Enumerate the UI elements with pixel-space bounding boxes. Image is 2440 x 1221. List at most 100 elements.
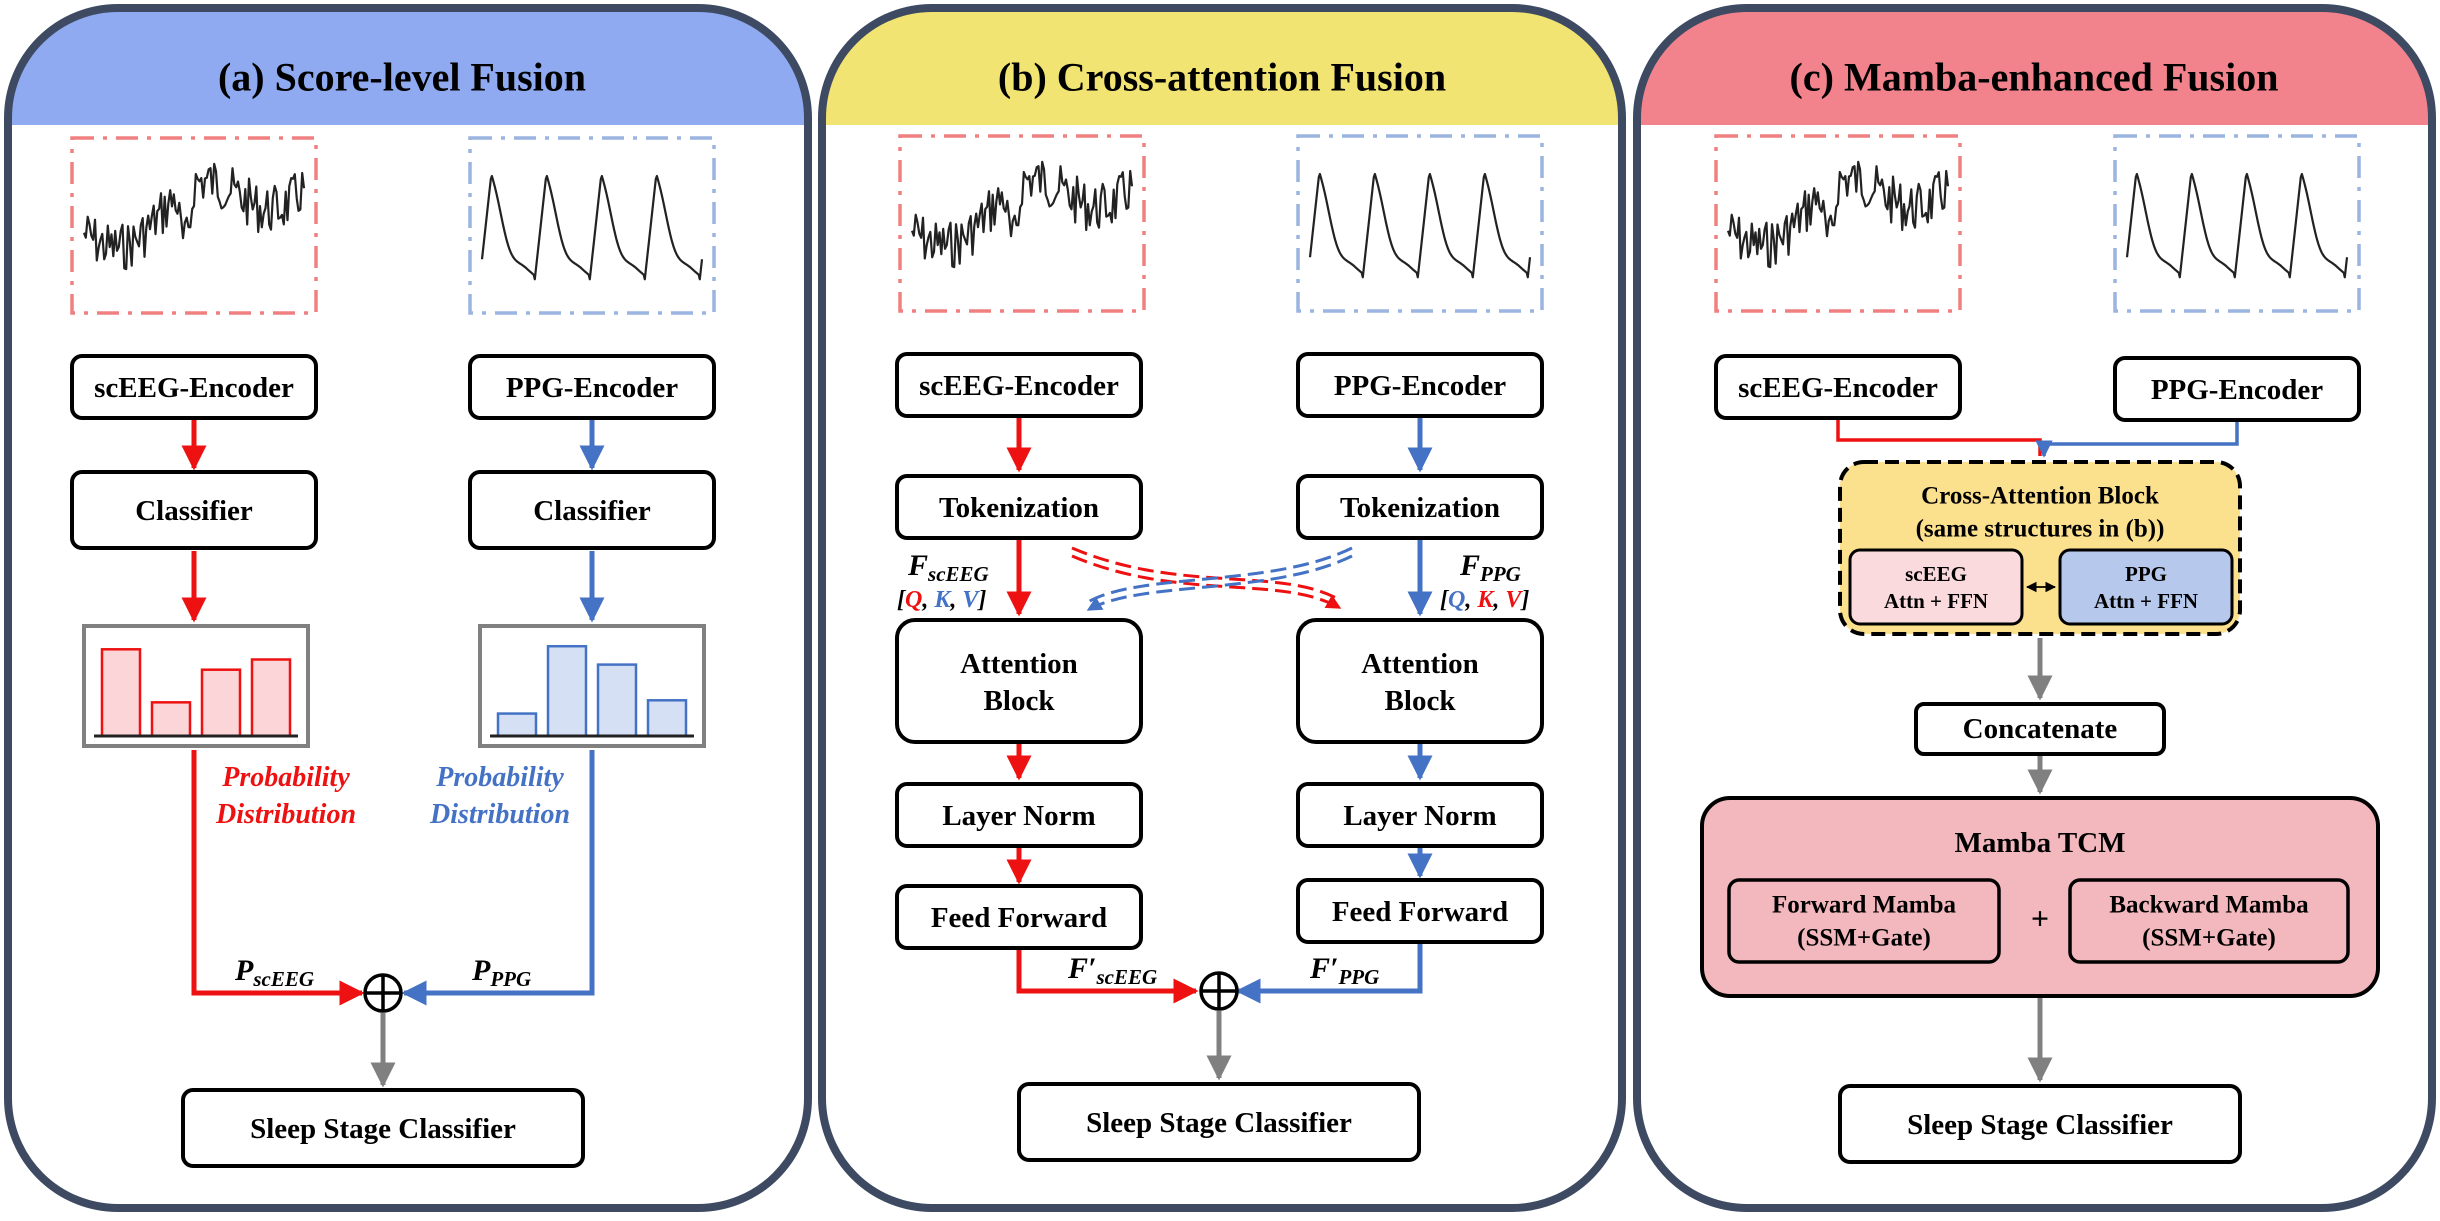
layer-norm-right	[1296, 782, 1544, 848]
attention-block-left-line1: Attention	[960, 648, 1078, 680]
histogram-eeg-bar-1	[100, 648, 142, 738]
arrow-b-eeg-fuse	[1016, 950, 1199, 1004]
P-scEEG-label-a: PscEEG	[234, 954, 314, 991]
Fprime-scEEG-label: F′scEEG	[1067, 952, 1157, 989]
classifier-right-a	[468, 470, 716, 550]
qkv-right: [Q, K, V]	[1440, 587, 1529, 613]
panel-b-header	[822, 8, 1622, 125]
attention-block-right-line1: Attention	[1361, 648, 1479, 680]
F-scEEG-label: FscEEG	[907, 549, 989, 586]
feed-forward-right	[1296, 878, 1544, 944]
prob-dist-right-line1: Probability	[435, 762, 564, 793]
prob-dist-left-line1: Probability	[221, 762, 350, 793]
forward-mamba-line2: (SSM+Gate)	[1797, 925, 1931, 952]
attention-block-left-line2: Block	[984, 685, 1056, 717]
attention-block-right-line2: Block	[1385, 685, 1457, 717]
tokenization-left-b-label: Tokenization	[939, 492, 1099, 524]
arrow-c-ppg-merge	[2035, 422, 2239, 458]
scEEG-encoder-b	[895, 352, 1143, 418]
PPG-attn-ffn-line1: PPG	[2125, 562, 2167, 586]
ppg-waveform-a	[480, 174, 704, 281]
scEEG-encoder-c	[1714, 354, 1962, 420]
backward-mamba-line2: (SSM+Gate)	[2142, 925, 2276, 952]
backward-mamba-box	[2068, 878, 2350, 964]
layer-norm-left	[895, 782, 1143, 848]
PPG-encoder-a	[468, 354, 716, 420]
tokenization-right-b-label: Tokenization	[1340, 492, 1500, 524]
P-PPG-label-a: PPPG	[471, 954, 531, 991]
arrow-c-eeg-merge	[1836, 420, 2042, 456]
PPG-attn-ffn-line2: Attn + FFN	[2094, 589, 2198, 613]
concatenate-box	[1914, 702, 2166, 756]
layer-norm-right-label: Layer Norm	[1343, 800, 1496, 832]
classifier-left-a	[70, 470, 318, 550]
panel-a-border	[4, 4, 812, 1212]
scEEG-attn-ffn-line1: scEEG	[1905, 562, 1967, 586]
scEEG-encoder-c-label: scEEG-Encoder	[1738, 372, 1938, 404]
histogram-ppg-bar-1	[496, 712, 538, 738]
sleep-stage-classifier-b-label: Sleep Stage Classifier	[1086, 1107, 1352, 1139]
sleep-stage-classifier-a-label: Sleep Stage Classifier	[250, 1113, 516, 1145]
feed-forward-right-label: Feed Forward	[1332, 896, 1508, 928]
ppg-signal-frame-b	[1296, 134, 1544, 313]
cross-attention-title: Cross-Attention Block	[1921, 483, 2159, 510]
panel-a-header	[8, 8, 808, 125]
panel-b-border	[818, 4, 1626, 1212]
arrow-a-eeg-fuse	[191, 750, 365, 1006]
panel-b: (b) Cross-attention Fusion scEEG-Encoder…	[818, 4, 1626, 1212]
attention-block-right	[1296, 618, 1544, 744]
F-PPG-label: FPPG	[1459, 549, 1521, 586]
eeg-waveform-b	[910, 160, 1134, 269]
sleep-stage-classifier-c	[1838, 1084, 2242, 1164]
panel-a: (a) Score-level Fusion scEEG-Encoder PPG…	[4, 4, 812, 1212]
eeg-signal-frame-c	[1714, 134, 1962, 313]
mamba-plus: +	[2031, 900, 2049, 936]
scEEG-encoder-a	[70, 354, 318, 420]
backward-mamba-line1: Backward Mamba	[2109, 892, 2309, 919]
PPG-attn-ffn	[2058, 548, 2234, 626]
histogram-eeg	[94, 648, 298, 738]
ppg-signal-frame-a	[468, 136, 716, 315]
scEEG-attn-ffn-line2: Attn + FFN	[1884, 589, 1988, 613]
PPG-encoder-c	[2113, 356, 2361, 422]
eeg-waveform-c	[1726, 160, 1950, 269]
PPG-encoder-c-label: PPG-Encoder	[2151, 374, 2323, 406]
attention-block-left	[895, 618, 1143, 744]
sleep-stage-classifier-a	[181, 1088, 585, 1168]
histogram-eeg-bar-2	[150, 701, 192, 738]
oplus-a	[363, 973, 403, 1013]
panel-c-border	[1633, 4, 2436, 1212]
panel-c-title: (c) Mamba-enhanced Fusion	[1790, 55, 2279, 100]
cross-arrow-ppg-to-eeg	[1086, 546, 1353, 612]
feed-forward-left-label: Feed Forward	[931, 902, 1107, 934]
scEEG-encoder-b-label: scEEG-Encoder	[919, 370, 1119, 402]
panel-c: (c) Mamba-enhanced Fusion scEEG-Encoder …	[1633, 4, 2436, 1212]
forward-mamba-line1: Forward Mamba	[1772, 892, 1956, 919]
concatenate-label: Concatenate	[1963, 713, 2118, 745]
histogram-ppg-bar-4	[646, 699, 688, 738]
histogram-ppg	[490, 644, 694, 738]
histogram-eeg-bar-4	[250, 658, 292, 738]
cross-attention-subtitle: (same structures in (b))	[1916, 516, 2165, 543]
PPG-encoder-b	[1296, 352, 1544, 418]
histogram-ppg-bar-3	[596, 663, 638, 738]
scEEG-encoder-a-label: scEEG-Encoder	[94, 372, 294, 404]
sleep-stage-classifier-b	[1017, 1082, 1421, 1162]
layer-norm-left-label: Layer Norm	[942, 800, 1095, 832]
arrow-a-ppg-fuse	[401, 750, 595, 1006]
ppg-waveform-b	[1308, 172, 1532, 279]
scEEG-attn-ffn	[1848, 548, 2024, 626]
Fprime-PPG-label: F′PPG	[1309, 952, 1379, 989]
mamba-tcm-title: Mamba TCM	[1954, 827, 2125, 859]
eeg-signal-frame-b	[898, 134, 1146, 313]
ppg-waveform-c	[2125, 172, 2349, 279]
sleep-stage-classifier-c-label: Sleep Stage Classifier	[1907, 1109, 2173, 1141]
feed-forward-left	[895, 884, 1143, 950]
prob-dist-right-line2: Distribution	[429, 799, 570, 830]
classifier-right-a-label: Classifier	[533, 495, 651, 527]
panel-a-title: (a) Score-level Fusion	[218, 55, 586, 100]
qkv-left: [Q, K, V]	[897, 587, 986, 613]
histogram-eeg-bar-3	[200, 668, 242, 738]
forward-mamba-box	[1727, 878, 2001, 964]
